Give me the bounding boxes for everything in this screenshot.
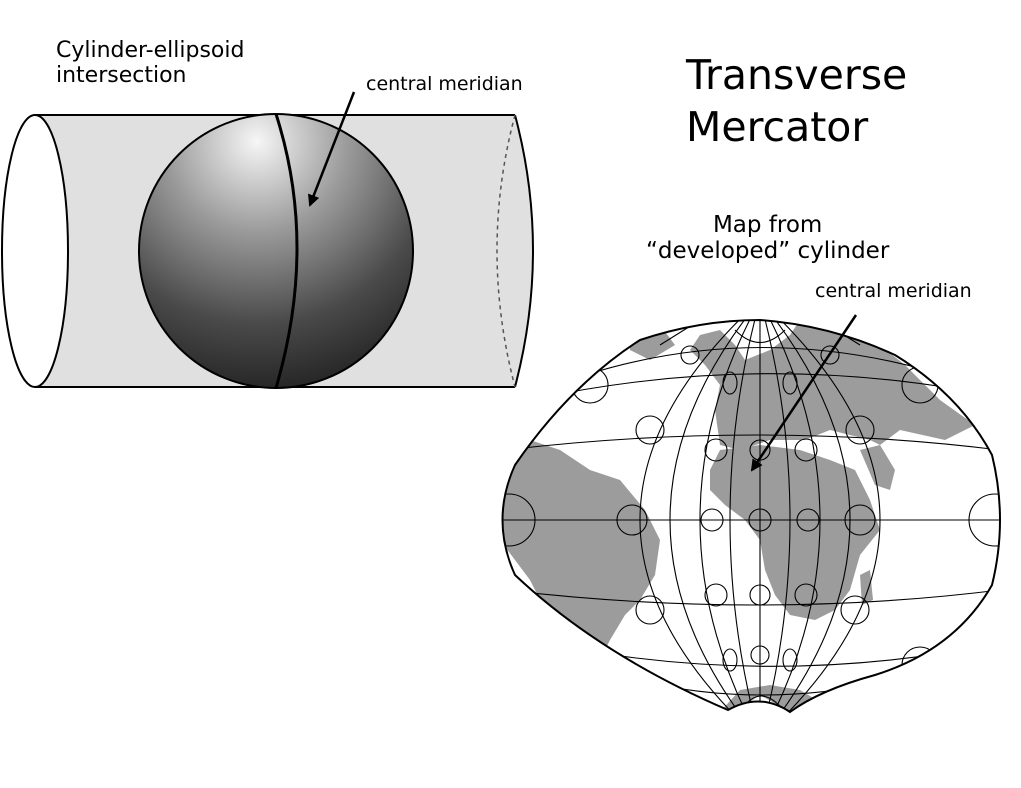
land-arabia (860, 445, 895, 490)
cylinder-title-line1: Cylinder-ellipsoid (56, 38, 245, 63)
central-meridian-label-top: central meridian (366, 73, 523, 95)
central-meridian-label-map: central meridian (815, 280, 972, 302)
cylinder-ellipsoid-figure (1, 91, 534, 389)
central-meridian-line (274, 113, 299, 389)
cylinder-left-face (1, 114, 69, 388)
projection-title-line2: Mercator (686, 102, 869, 151)
sphere (138, 113, 414, 389)
central-meridian-arrow-bottom (750, 314, 858, 472)
land-africa (710, 445, 880, 620)
land-antarctic-peninsula (610, 680, 660, 700)
map-caption-line2: “developed” cylinder (646, 238, 890, 265)
cylinder-right-hidden-arc (496, 114, 516, 388)
map-caption: Map from “developed” cylinder (646, 212, 889, 265)
map-caption-line1: Map from (712, 212, 823, 238)
developed-map (501, 314, 1001, 714)
cylinder-right-front-arc (514, 114, 534, 388)
projection-title: Transverse Mercator (686, 50, 907, 153)
land-south-america (502, 440, 660, 680)
cylinder-title-line2: intersection (56, 63, 187, 89)
central-meridian-arrow-top (308, 91, 356, 207)
projection-title-line1: Transverse (686, 51, 908, 99)
land-madagascar (860, 570, 873, 605)
map-outline (501, 318, 1001, 714)
cylinder-figure-title: Cylinder-ellipsoid intersection (56, 38, 244, 89)
